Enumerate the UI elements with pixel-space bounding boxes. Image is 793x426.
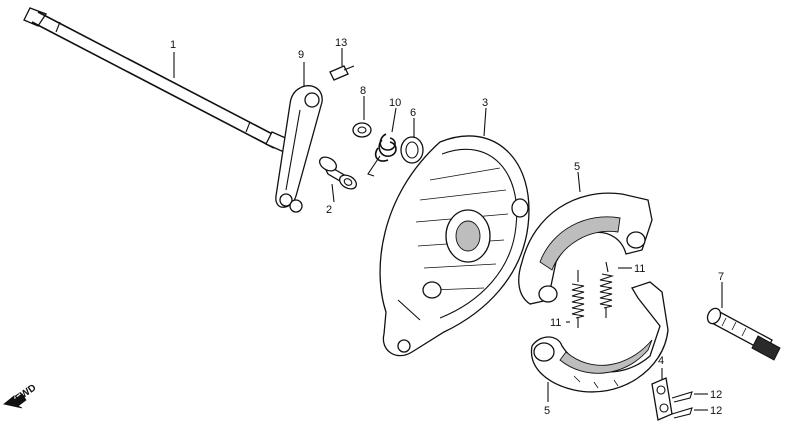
callout-2: 2 — [326, 204, 332, 216]
part-5-brake-shoe-lower — [530, 281, 669, 393]
fwd-label: FWD — [13, 382, 38, 404]
callout-11-right: 11 — [634, 263, 645, 275]
callout-9: 9 — [298, 49, 304, 61]
part-2-collar — [318, 156, 358, 190]
part-7-anchor-pin — [706, 307, 781, 361]
leader-3 — [483, 107, 487, 137]
part-4-plate — [651, 377, 673, 421]
callout-3: 3 — [482, 97, 488, 109]
part-3-brake-panel — [379, 135, 530, 357]
callout-12-lower: 12 — [710, 405, 722, 417]
callout-5-lower: 5 — [544, 405, 550, 417]
callout-8: 8 — [360, 85, 366, 97]
part-8-washer — [352, 122, 372, 138]
callout-4: 4 — [658, 355, 664, 367]
callout-11-left: 11 — [550, 317, 561, 329]
leader-5-upper — [577, 171, 581, 193]
callout-5-upper: 5 — [574, 161, 580, 173]
callout-1: 1 — [170, 39, 176, 51]
part-13-bolt — [329, 65, 355, 81]
callout-10: 10 — [389, 97, 401, 109]
callout-12-upper: 12 — [710, 389, 722, 401]
part-10-return-spring — [367, 133, 397, 177]
part-1-brake-shaft — [23, 7, 291, 153]
callout-13: 13 — [335, 37, 347, 49]
part-9-brake-arm — [275, 85, 323, 213]
leader-2 — [331, 183, 335, 203]
part-11-spring-left — [571, 270, 585, 328]
callout-7: 7 — [718, 271, 724, 283]
callout-6: 6 — [410, 107, 416, 119]
leader-10 — [391, 107, 397, 133]
part-6-seal — [400, 136, 424, 164]
part-11-spring-right — [599, 261, 615, 318]
fwd-arrow-icon — [3, 393, 27, 409]
part-5-brake-shoe-upper — [518, 192, 653, 305]
part-12-cotter-pins — [671, 391, 693, 419]
